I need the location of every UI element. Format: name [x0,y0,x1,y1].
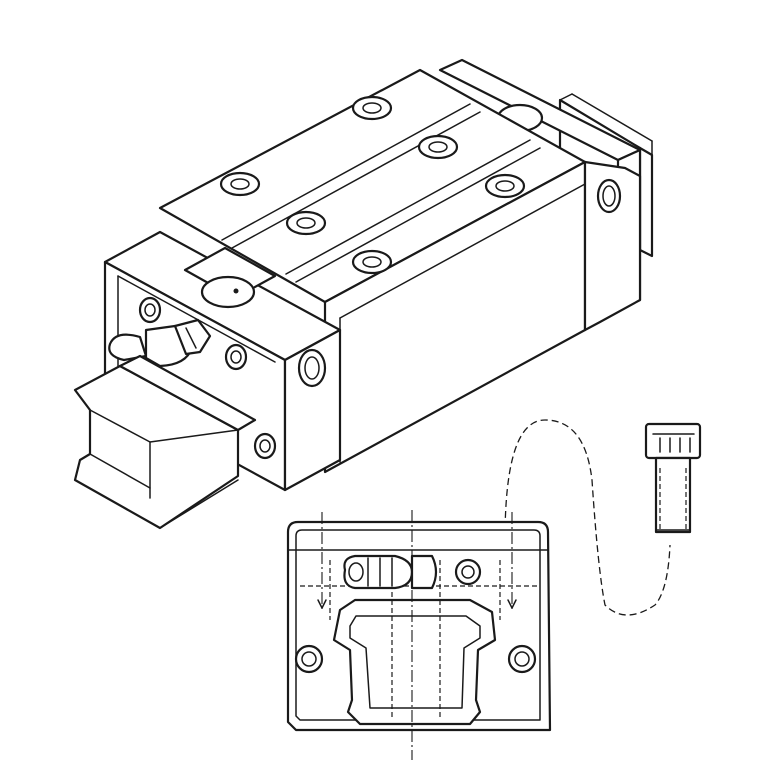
front-plate-hole [297,348,327,388]
linear-guide-carriage [73,58,654,530]
front-view-hole [294,644,324,674]
front-view-hole [507,644,537,674]
front-view-hole [454,558,482,586]
lube-port [183,246,277,309]
mounting-holes [219,95,526,275]
mount-hole [417,134,459,160]
rail-front [73,354,257,530]
mount-hole [219,171,261,197]
front-view-grease-nipple [343,554,438,590]
dashed-leader [504,419,671,616]
side-hole [596,178,622,214]
front-view-carriage [286,510,552,760]
mount-hole [285,210,327,236]
mount-hole [484,173,526,199]
socket-head-screw [644,422,702,534]
mount-hole [351,249,393,275]
grease-nipple [108,318,212,368]
mount-hole [351,95,393,121]
carriage-side [323,160,642,474]
